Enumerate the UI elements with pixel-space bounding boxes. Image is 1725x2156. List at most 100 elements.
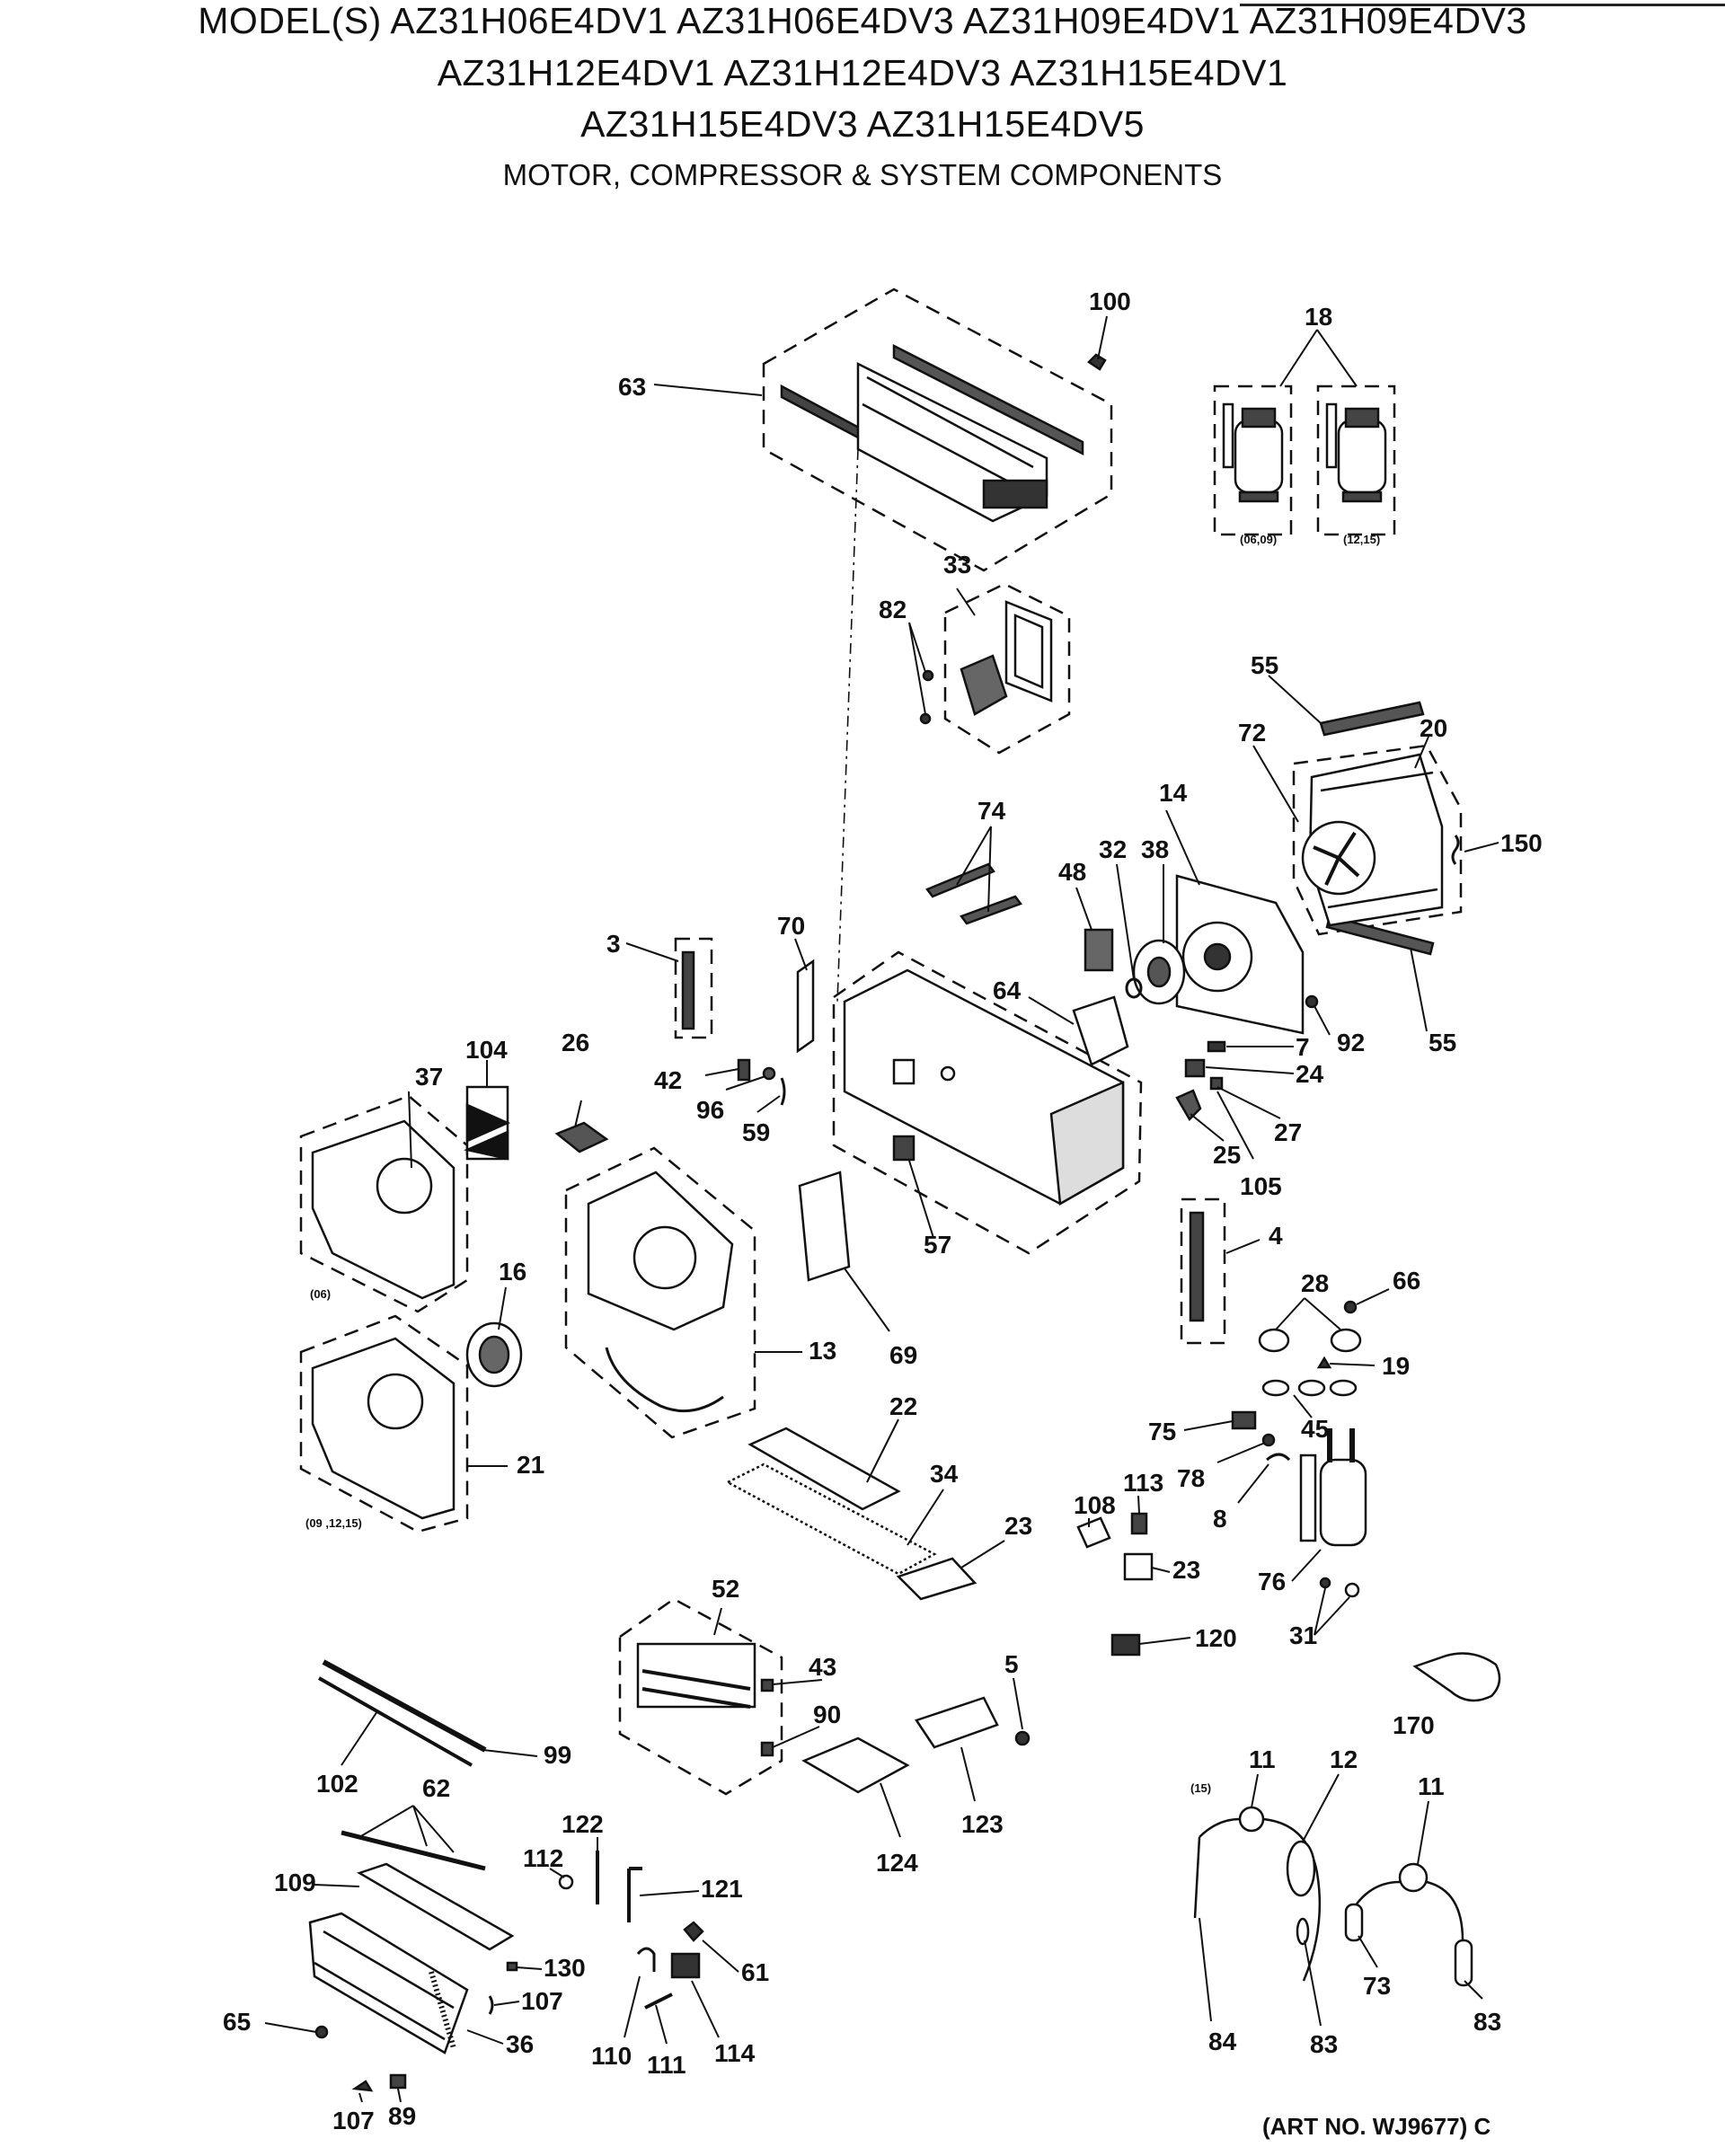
- rail-22: [748, 1427, 901, 1511]
- part-96: [762, 1066, 776, 1081]
- callout-37: 37: [415, 1063, 443, 1091]
- callout-22: 22: [889, 1392, 917, 1420]
- part-24: [1184, 1058, 1206, 1078]
- outline-33: [943, 582, 1071, 755]
- part-31b: [1344, 1582, 1360, 1598]
- callout-45: 45: [1301, 1415, 1329, 1443]
- part-59: [780, 1077, 786, 1106]
- callout-14: 14: [1159, 779, 1188, 807]
- callout-43: 43: [809, 1653, 836, 1681]
- tray-23: [896, 1557, 978, 1601]
- leader-line: [836, 448, 859, 1003]
- part-78: [1261, 1433, 1276, 1447]
- plate-26: [554, 1121, 609, 1153]
- callout-59: 59: [742, 1118, 770, 1146]
- callout-113: 113: [1123, 1469, 1163, 1497]
- callout-108: 108: [1074, 1491, 1116, 1519]
- callout-112: 112: [523, 1844, 563, 1872]
- part-113: [1130, 1512, 1148, 1535]
- callout-74: 74: [978, 797, 1006, 825]
- callout-83-right: 83: [1473, 2008, 1501, 2036]
- bracket-70: [796, 959, 815, 1054]
- callout-122: 122: [562, 1810, 604, 1838]
- bracket-64: [1072, 995, 1129, 1066]
- note-scroll-06: (06): [310, 1287, 331, 1301]
- callout-leaders: [264, 315, 1499, 2103]
- callout-3: 3: [606, 930, 621, 958]
- callout-38: 38: [1141, 835, 1169, 863]
- part-3: [681, 950, 695, 1030]
- thermistor-150: [1451, 835, 1460, 865]
- scroll-13: [587, 1171, 734, 1413]
- callout-90: 90: [813, 1701, 841, 1728]
- insulation-34: [725, 1462, 937, 1576]
- tray-123: [915, 1696, 999, 1749]
- callout-25: 25: [1213, 1141, 1241, 1169]
- callout-11-right: 11: [1418, 1772, 1445, 1800]
- foam-109: [356, 1862, 515, 1951]
- outline-18b: [1316, 384, 1396, 536]
- models-line-2: AZ31H12E4DV1 AZ31H12E4DV3 AZ31H15E4DV1: [437, 52, 1288, 93]
- note-comp-06-09: (06,09): [1240, 533, 1277, 546]
- part-4: [1189, 1211, 1205, 1322]
- screw-82b: [919, 712, 932, 725]
- outline-37: [299, 1094, 469, 1313]
- overload-28a: [1258, 1328, 1290, 1353]
- outline-3: [674, 937, 713, 1039]
- callout-105: 105: [1240, 1172, 1282, 1200]
- callout-48: 48: [1058, 858, 1086, 886]
- grommet-45b: [1297, 1379, 1326, 1397]
- callout-121: 121: [701, 1875, 743, 1903]
- callout-11-left: 11: [1249, 1745, 1276, 1773]
- note-scroll-09-12-15: (09 ,12,15): [305, 1516, 362, 1530]
- callout-7: 7: [1296, 1033, 1310, 1061]
- callout-78: 78: [1177, 1464, 1205, 1492]
- callout-170: 170: [1393, 1711, 1435, 1739]
- compressor-76: [1299, 1428, 1367, 1547]
- header-rule: [1240, 4, 1725, 6]
- part-61: [683, 1921, 704, 1942]
- callout-114: 114: [714, 2039, 756, 2067]
- callout-72: 72: [1238, 719, 1266, 747]
- callout-8: 8: [1213, 1505, 1227, 1533]
- overload-28b: [1330, 1328, 1362, 1353]
- part-42: [737, 1058, 751, 1082]
- fan-shroud-14: [1175, 874, 1305, 1035]
- grommet-45a: [1261, 1379, 1290, 1397]
- outline-52: [618, 1597, 783, 1796]
- callout-107-left: 107: [332, 2107, 375, 2134]
- part-110: [636, 1947, 656, 1972]
- callout-57: 57: [924, 1231, 951, 1259]
- callout-130: 130: [544, 1954, 586, 1982]
- strip-55-top: [1319, 701, 1425, 737]
- callout-150: 150: [1500, 829, 1543, 857]
- outline-18a: [1213, 384, 1293, 536]
- callout-109: 109: [274, 1869, 316, 1896]
- callout-21: 21: [517, 1451, 544, 1479]
- part-31a: [1319, 1577, 1331, 1589]
- callout-64: 64: [993, 976, 1022, 1004]
- strip-62: [341, 1830, 486, 1871]
- fan-motor-38: [1132, 939, 1186, 1005]
- part-107a: [488, 1995, 494, 2015]
- outline-13: [564, 1146, 756, 1439]
- part-112: [558, 1874, 574, 1890]
- part-66: [1343, 1300, 1358, 1314]
- label-104: [464, 1085, 511, 1161]
- callout-31: 31: [1289, 1621, 1317, 1649]
- callout-92: 92: [1337, 1029, 1365, 1056]
- callout-83-left: 83: [1310, 2030, 1338, 2058]
- part-89: [389, 2073, 407, 2090]
- callout-52: 52: [712, 1575, 739, 1603]
- part-19: [1316, 1356, 1332, 1369]
- part-5: [1014, 1730, 1031, 1746]
- outline-63: [762, 287, 1113, 572]
- part-121: [627, 1867, 642, 1922]
- callout-102: 102: [316, 1770, 358, 1798]
- callout-99: 99: [544, 1741, 571, 1769]
- part-111: [644, 1993, 673, 2010]
- callout-100: 100: [1089, 287, 1131, 315]
- callout-23-right: 23: [1172, 1556, 1200, 1584]
- models-line-1: MODEL(S) AZ31H06E4DV1 AZ31H06E4DV3 AZ31H…: [198, 0, 1527, 41]
